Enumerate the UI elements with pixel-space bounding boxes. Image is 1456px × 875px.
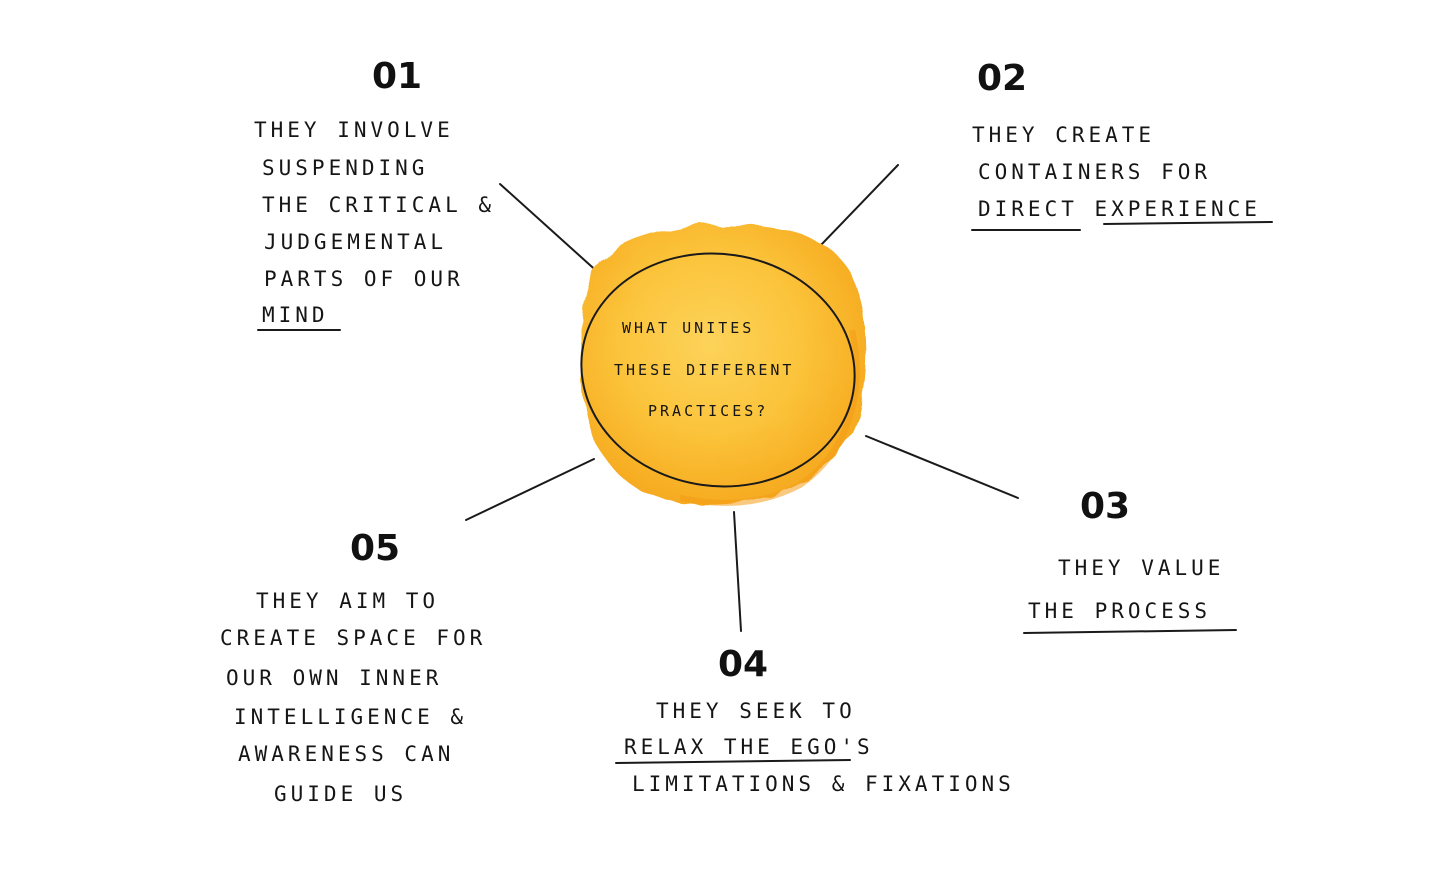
item-02-line-2: CONTAINERS FOR <box>978 160 1211 184</box>
item-05-line-4: INTELLIGENCE & <box>234 705 467 729</box>
item-04-underline-relax <box>615 759 851 764</box>
item-01-line-4: JUDGEMENTAL <box>264 230 447 254</box>
item-02-underline-experience <box>1103 221 1273 225</box>
item-03-line-2: THE PROCESS <box>1028 599 1211 623</box>
item-01: 01 THEY INVOLVE SUSPENDING THE CRITICAL … <box>254 56 495 331</box>
item-03-underline-process <box>1023 629 1237 634</box>
item-05-line-3: OUR OWN INNER <box>226 666 442 690</box>
center-circle-outline <box>580 252 856 488</box>
center-question-line-3: PRACTICES? <box>648 402 768 420</box>
item-02-line-1: THEY CREATE <box>972 123 1155 147</box>
item-01-line-3: THE CRITICAL & <box>262 193 495 217</box>
item-04-line-1: THEY SEEK TO <box>656 699 856 723</box>
item-03-number: 03 <box>1080 486 1130 527</box>
item-02-number: 02 <box>977 58 1027 99</box>
item-01-number: 01 <box>372 56 422 97</box>
item-05-line-5: AWARENESS CAN <box>238 742 454 766</box>
center-question-line-1: WHAT UNITES <box>622 319 754 337</box>
connector-03 <box>865 435 1019 499</box>
item-03: 03 THEY VALUE THE PROCESS <box>1023 486 1237 634</box>
connector-04 <box>733 511 742 632</box>
center-blob-edge <box>679 329 860 506</box>
item-03-line-1: THEY VALUE <box>1058 556 1224 580</box>
item-05: 05 THEY AIM TO CREATE SPACE FOR OUR OWN … <box>220 528 486 806</box>
item-01-line-2: SUSPENDING <box>262 156 428 180</box>
item-01-line-6: MIND <box>262 303 329 327</box>
connector-01 <box>499 183 602 276</box>
item-04-line-2: RELAX THE EGO'S <box>624 735 874 759</box>
item-02-line-3: DIRECT EXPERIENCE <box>978 197 1261 221</box>
item-05-line-2: CREATE SPACE FOR <box>220 626 486 650</box>
center-question-line-2: THESE DIFFERENT <box>614 361 794 379</box>
item-04-line-3: LIMITATIONS & FIXATIONS <box>632 772 1015 796</box>
item-05-line-1: THEY AIM TO <box>256 589 439 613</box>
item-04: 04 THEY SEEK TO RELAX THE EGO'S LIMITATI… <box>615 644 1015 796</box>
connector-05 <box>465 458 595 521</box>
item-01-line-1: THEY INVOLVE <box>254 118 454 142</box>
item-05-number: 05 <box>350 528 400 569</box>
item-01-line-5: PARTS OF OUR <box>264 267 464 291</box>
item-05-line-6: GUIDE US <box>274 782 407 806</box>
item-02: 02 THEY CREATE CONTAINERS FOR DIRECT EXP… <box>971 58 1273 231</box>
center-blob: WHAT UNITES THESE DIFFERENT PRACTICES? <box>580 224 867 506</box>
item-04-number: 04 <box>718 644 768 685</box>
center-blob-fill <box>581 224 867 505</box>
